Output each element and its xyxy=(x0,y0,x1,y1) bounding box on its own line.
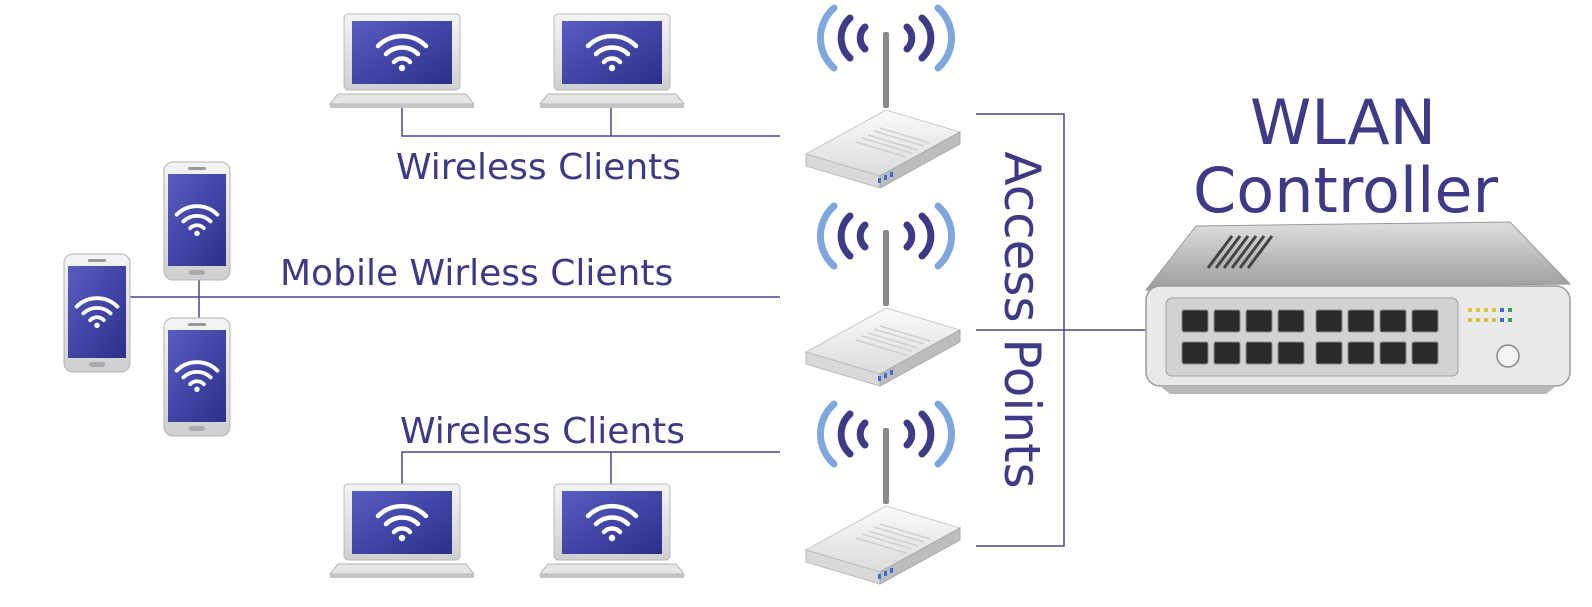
access-point-router-icon xyxy=(806,404,960,584)
laptop-wifi-icon xyxy=(540,14,684,108)
line-bottom-clients xyxy=(401,451,780,490)
mobile-wireless-clients-label: Mobile Wirless Clients xyxy=(280,253,674,294)
phone-wifi-icon xyxy=(164,162,230,280)
laptop-wifi-icon xyxy=(540,484,684,578)
line-top-clients xyxy=(401,100,780,137)
wlan-controller-title-line2: Controller xyxy=(1193,154,1498,227)
power-button-icon xyxy=(1496,344,1520,368)
laptop-wifi-icon xyxy=(330,484,474,578)
access-point-router-icon xyxy=(806,8,960,188)
wireless-clients-bottom-label: Wireless Clients xyxy=(400,411,686,452)
phone-wifi-icon xyxy=(164,318,230,436)
wireless-clients-top-label: Wireless Clients xyxy=(396,147,682,188)
wlan-controller-title-line1: WLAN xyxy=(1250,86,1437,159)
laptop-wifi-icon xyxy=(330,14,474,108)
access-point-router-icon xyxy=(806,206,960,386)
access-points-label: Access Points xyxy=(993,151,1051,489)
phone-wifi-icon xyxy=(64,254,130,372)
wlan-controller-switch-icon xyxy=(1144,221,1572,394)
